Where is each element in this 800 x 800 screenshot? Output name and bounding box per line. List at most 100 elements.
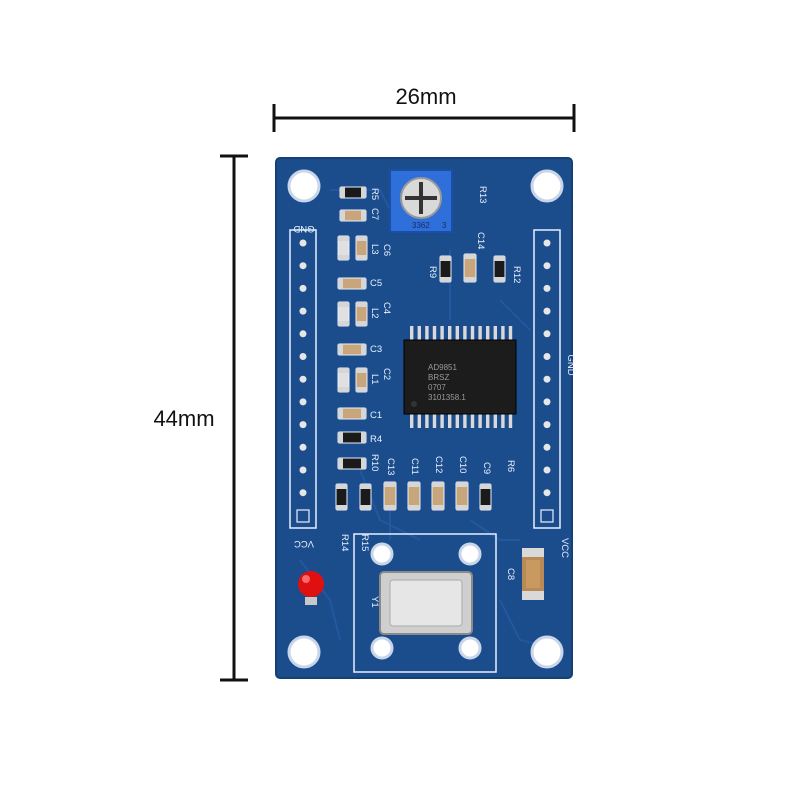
smd-part: [339, 186, 367, 199]
crystal-label: Y1: [369, 596, 380, 608]
header-pin: [543, 466, 551, 474]
ref-c10: C10: [457, 456, 468, 473]
smd-part: [337, 301, 350, 327]
chip-line-4: 3101358.1: [428, 393, 466, 402]
smd-part: [355, 367, 368, 393]
chip-pin: [493, 326, 497, 342]
smd-part: [431, 481, 445, 511]
chip-pin: [448, 326, 452, 342]
smd-part: [383, 481, 397, 511]
left-vcc-label: VCC: [294, 538, 314, 549]
silkscreen-labels: R5 C7 L3 C6 C5 L2 C4 C3 L1 C2 C1 R4 R10 …: [339, 188, 522, 580]
mount-hole: [530, 169, 564, 203]
ref-c14: C14: [475, 232, 486, 249]
header-pin: [299, 239, 307, 247]
smd-part: [337, 431, 367, 444]
ref-c3: C3: [370, 344, 382, 355]
ref-c6: C6: [381, 244, 392, 256]
chip-pin: [448, 412, 452, 428]
chip-pin: [440, 412, 444, 428]
chip-pin: [432, 412, 437, 428]
chip-pin: [425, 326, 429, 342]
right-pin-header: GND VCC: [533, 229, 576, 558]
header-pin: [543, 443, 551, 451]
header-pin: [299, 489, 307, 497]
ref-c13: C13: [385, 458, 396, 475]
header-pin: [543, 421, 551, 429]
chip-pin: [410, 326, 414, 342]
ref-c7: C7: [369, 208, 380, 220]
chip-pin: [508, 412, 513, 428]
header-pin: [299, 375, 307, 383]
header-pin: [299, 262, 307, 270]
height-dimension: 44mm: [153, 154, 248, 682]
chip-pin: [410, 412, 414, 428]
smd-part: [335, 483, 348, 511]
smd-part: [463, 253, 477, 283]
ref-l1: L1: [369, 374, 380, 385]
smd-part: [337, 407, 367, 420]
header-pin: [299, 284, 307, 292]
chip-pin: [478, 326, 482, 342]
header-pin: [543, 353, 551, 360]
chip-pin: [425, 412, 429, 428]
smd-part: [339, 209, 367, 222]
ref-l2: L2: [369, 308, 380, 319]
smd-part: [359, 483, 372, 511]
smd-part: [337, 343, 367, 356]
mount-hole: [287, 169, 321, 203]
smd-part: [337, 367, 350, 393]
smd-components: [335, 186, 506, 511]
header-pin: [299, 421, 307, 429]
smd-part: [455, 481, 469, 511]
smd-part: [355, 301, 368, 327]
chip-pin: [486, 412, 490, 428]
left-pin-header: GND VCC: [289, 223, 317, 549]
ref-c8: C8: [505, 568, 516, 580]
chip-pin: [463, 326, 467, 342]
mount-hole: [530, 635, 564, 669]
trimmer-marking: 3362: [412, 221, 430, 230]
ref-r14: R14: [339, 534, 350, 551]
header-pin: [543, 307, 551, 315]
header-pin: [299, 330, 307, 338]
header-pin-square: [296, 509, 310, 523]
capacitor-c8: [522, 548, 544, 600]
chip-pin: [501, 326, 505, 342]
chip-pin: [493, 412, 497, 428]
chip-pin: [440, 326, 444, 342]
chip-line-3: 0707: [428, 383, 446, 392]
header-pin: [543, 330, 551, 338]
chip-pin: [417, 412, 421, 428]
header-pin: [299, 353, 307, 360]
dds-chip: AD9851 BRSZ 0707 3101358.1: [403, 326, 517, 428]
left-gnd-label: GND: [293, 223, 314, 234]
ref-r9: R9: [427, 266, 438, 278]
chip-pin: [463, 412, 467, 428]
smd-part: [439, 255, 452, 283]
chip-pin: [501, 412, 505, 428]
header-pin: [543, 262, 551, 270]
ref-c2: C2: [381, 368, 392, 380]
ref-c1: C1: [370, 410, 382, 421]
header-pin: [299, 307, 307, 315]
ref-r12: R12: [511, 266, 522, 283]
smd-part: [337, 457, 367, 470]
ref-c11: C11: [409, 458, 420, 475]
chip-pin: [478, 412, 482, 428]
trimmer-label: R13: [477, 186, 488, 203]
smd-part: [479, 483, 492, 511]
ref-r15: R15: [359, 534, 370, 551]
chip-pin: [432, 326, 437, 342]
ref-r4: R4: [370, 434, 382, 445]
trimmer-potentiometer: 3362 3 R13: [389, 169, 488, 233]
ref-r5: R5: [369, 188, 380, 200]
right-gnd-label: GND: [565, 354, 576, 375]
smd-part: [337, 235, 350, 261]
smd-part: [337, 277, 367, 290]
crystal-oscillator: Y1: [353, 533, 497, 673]
chip-pin: [470, 412, 475, 428]
smd-part: [493, 255, 506, 283]
ref-c5: C5: [370, 278, 382, 289]
